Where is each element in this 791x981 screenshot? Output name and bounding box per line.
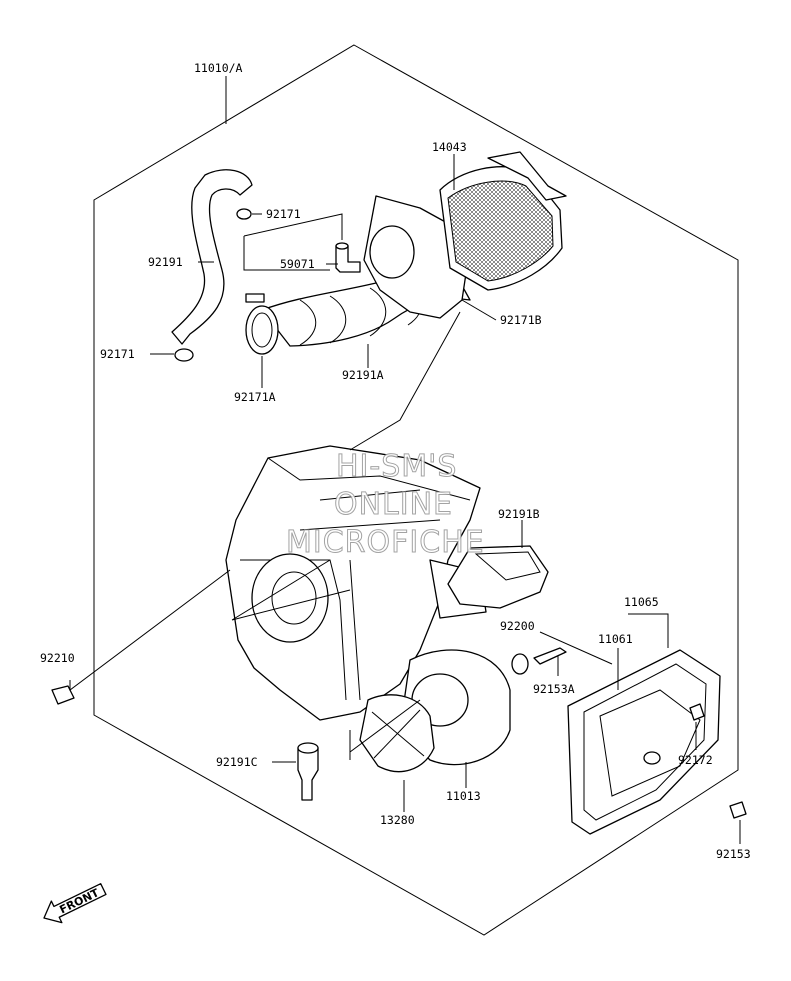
label-11065: 11065 (624, 595, 659, 609)
watermark-line-1: HI-SM'S (336, 449, 457, 484)
label-14043: 14043 (432, 140, 467, 154)
label-59071: 59071 (280, 257, 315, 271)
elbow-59071-cap (335, 242, 349, 250)
duct-92191B-mouth (474, 551, 541, 581)
housing-top-edge (267, 457, 471, 501)
label-92153: 92153 (716, 847, 751, 861)
label-92191B: 92191B (498, 507, 540, 521)
bolt-92153A (533, 647, 567, 665)
label-92200: 92200 (500, 619, 535, 633)
label-92153A: 92153A (533, 682, 575, 696)
screw-92153 (729, 801, 747, 819)
leader-cross-1 (231, 559, 351, 621)
label-92191C: 92191C (216, 755, 258, 769)
leader-cross-2 (349, 699, 421, 760)
label-92210: 92210 (40, 651, 75, 665)
label-92172: 92172 (678, 753, 713, 767)
label-92191A: 92191A (342, 368, 384, 382)
label-92171B: 92171B (500, 313, 542, 327)
resonator-inlet (369, 225, 415, 279)
label-92171-top: 92171 (266, 207, 301, 221)
label-92171-left: 92171 (100, 347, 135, 361)
front-arrow-label: FRONT (58, 886, 102, 916)
filter-mesh (447, 180, 554, 282)
housing-rib-2 (319, 489, 421, 501)
drain-cap (297, 742, 319, 754)
label-11013: 11013 (446, 789, 481, 803)
frame-spoke-2 (373, 709, 421, 759)
cover-boss (643, 751, 661, 765)
clamp-screw (245, 293, 265, 303)
label-11061: 11061 (598, 632, 633, 646)
leader-92171B (461, 299, 497, 321)
clip-92171-top (236, 208, 252, 220)
cover-11065 (567, 649, 721, 835)
housing-outlet (251, 553, 329, 643)
drain-plug-92191C (297, 747, 319, 801)
elbow-59071 (335, 245, 361, 273)
clamp-92171A-inner (251, 312, 273, 348)
nut-92210 (51, 685, 75, 705)
frame-spoke-1 (371, 711, 425, 757)
duct-rib-3 (369, 287, 387, 337)
watermark-line-2: ONLINE (334, 487, 453, 522)
assembly-outline (93, 44, 739, 936)
leader-dash-92171 (243, 213, 343, 271)
housing-rib-3 (299, 519, 441, 531)
leader-11065 (628, 613, 669, 648)
label-11010A: 11010/A (194, 61, 243, 75)
clamp-92171A (245, 305, 279, 355)
clip-92171-left (174, 348, 194, 362)
duct-92191B (447, 545, 549, 609)
leader-92200 (539, 631, 613, 665)
hose-92191 (171, 169, 253, 345)
leader-cross-3 (349, 311, 461, 451)
duct-rib-1 (299, 299, 317, 346)
label-92171A: 92171A (234, 390, 276, 404)
screw-92172 (689, 703, 705, 721)
front-arrow-icon: FRONT (43, 883, 107, 924)
label-92191: 92191 (148, 255, 183, 269)
washer-92200 (511, 653, 529, 675)
housing-outlet-inner (271, 571, 317, 625)
leader-92210 (69, 569, 231, 691)
housing-rib-1 (349, 559, 361, 701)
cover-inner (599, 689, 701, 797)
duct-rib-2 (329, 295, 347, 344)
watermark-line-3: MICROFICHE (286, 525, 485, 560)
label-13280: 13280 (380, 813, 415, 827)
screen-flange (487, 151, 567, 201)
